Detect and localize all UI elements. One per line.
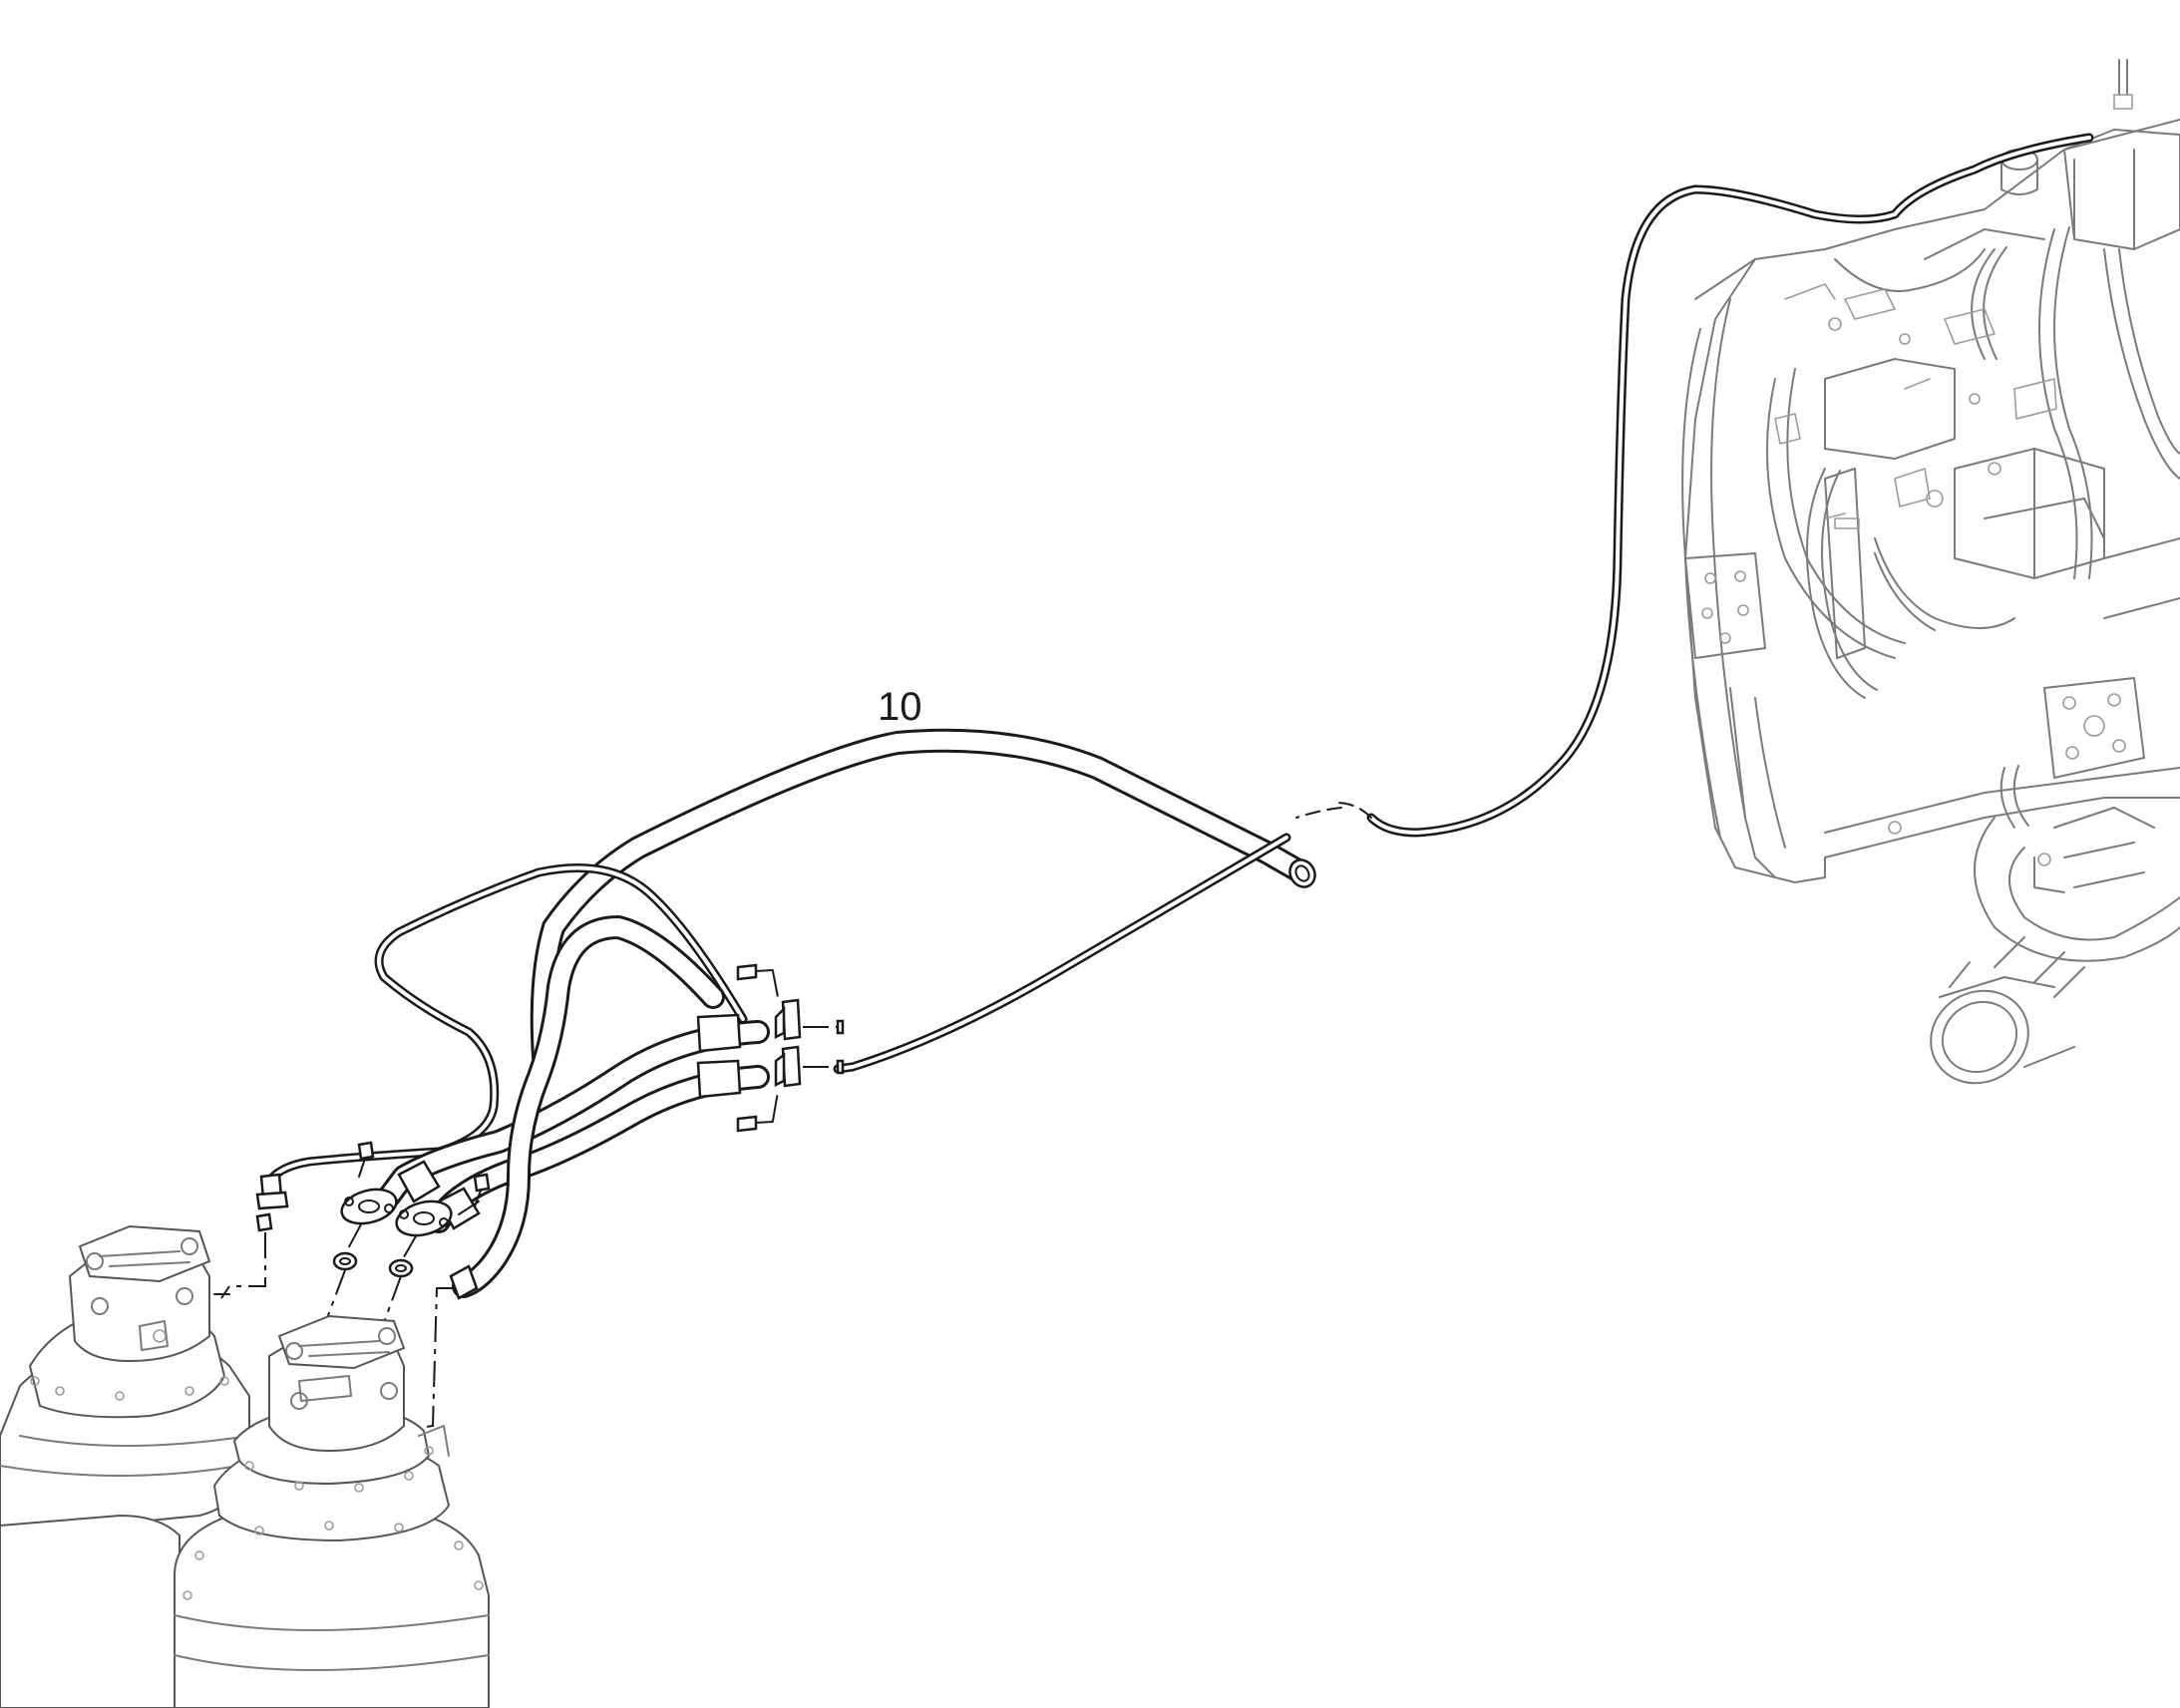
travel-motor-right (174, 1314, 490, 1708)
engine-pump-assembly (1681, 59, 2180, 1085)
motor-feed-hoses (377, 1013, 770, 1233)
crossover-hose (449, 915, 725, 1300)
travel-motor-left (0, 1224, 250, 1708)
main-hydraulic-hose (530, 728, 1316, 1069)
manifold-block (736, 963, 845, 1133)
motor-flange-fittings (213, 1141, 491, 1429)
callout-label-10: 10 (878, 685, 922, 729)
pilot-line-pipe (1295, 133, 2094, 838)
drain-line-pipe (255, 863, 748, 1210)
return-line-pipe (833, 833, 1291, 1074)
